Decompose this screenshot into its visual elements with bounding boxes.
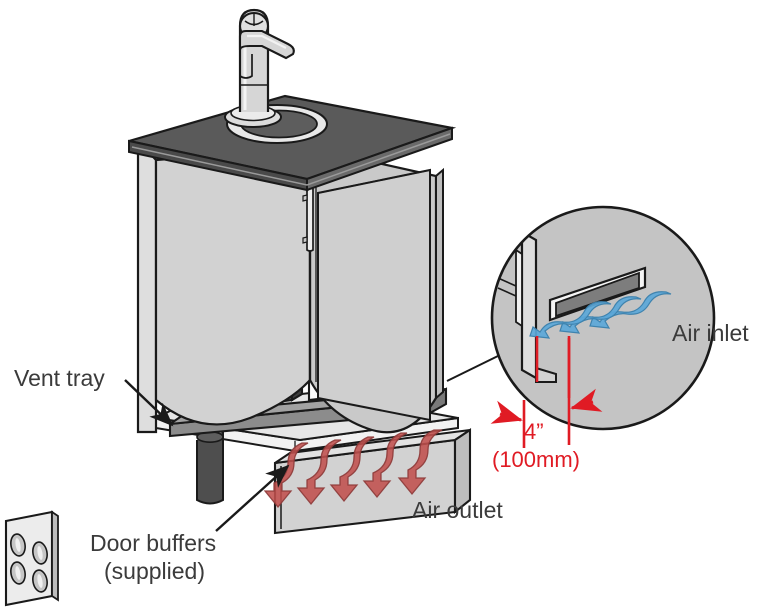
buffer-pad-1-highlight	[15, 538, 21, 552]
cabinet-front-face	[154, 146, 312, 426]
outlet-arrow-5	[397, 429, 443, 496]
air-outlet-label: Air outlet	[412, 497, 503, 523]
door-buffers-label-line2: (supplied)	[104, 558, 205, 584]
outlet-arrow-2	[296, 439, 342, 506]
buffer-sheet-edge	[51, 510, 59, 602]
inlet-slot-opening	[555, 271, 640, 318]
air-inlet-slot	[548, 266, 647, 322]
countertop-edge-highlight	[131, 133, 451, 186]
callout-contents	[492, 207, 714, 429]
tap-faucet[interactable]	[224, 8, 295, 128]
tap-spout	[238, 29, 295, 60]
dimension-inches-label: 4”	[524, 419, 544, 444]
callout-detail	[446, 205, 716, 431]
dim-arrow-left	[490, 400, 523, 424]
tap-spout-highlight	[247, 34, 287, 49]
callout-wall-inner	[515, 248, 523, 328]
tap-handle-loop[interactable]	[239, 54, 253, 79]
handle-standoff-bottom	[302, 236, 308, 244]
buffer-pad-4-highlight	[37, 574, 43, 588]
callout-leader-line	[446, 354, 501, 382]
handle-standoff-top	[302, 194, 308, 202]
cabinet-assembly	[128, 8, 472, 535]
handle-bar[interactable]	[306, 187, 314, 252]
callout-wall-line-a	[497, 277, 517, 287]
inlet-arrow-2	[559, 296, 642, 334]
vent-tray-leader	[124, 379, 174, 427]
cabinet-right-edge	[435, 167, 444, 401]
callout-circle-border	[490, 205, 716, 431]
door-buffers-label-line1: Door buffers	[90, 530, 217, 556]
cabinet-door[interactable]	[302, 168, 431, 422]
buffer-pad-3-highlight	[15, 566, 21, 580]
dimension-mm-label: (100mm)	[492, 447, 581, 472]
plinth-right-face	[453, 428, 472, 515]
callout-wall-line-b	[497, 287, 517, 297]
support-leg	[196, 430, 224, 505]
door-top-edge	[317, 169, 431, 194]
vent-tray-label: Vent tray	[14, 365, 105, 391]
door-buffers-sheet	[4, 510, 59, 607]
leg-cylinder	[196, 432, 224, 505]
inlet-arrow-3	[529, 301, 612, 339]
door-buffers-leader	[215, 464, 290, 532]
buffer-pad-2-highlight	[37, 546, 43, 560]
air-inlet-label: Air inlet	[672, 320, 749, 346]
dimension-4-inch	[490, 336, 603, 448]
door-panel[interactable]	[317, 168, 431, 422]
air-inlet-arrows	[529, 291, 672, 339]
dim-arrow-right	[570, 388, 603, 412]
outlet-arrow-3	[329, 436, 375, 503]
callout-wall-strip	[520, 230, 538, 380]
outlet-arrow-4	[362, 432, 408, 499]
inlet-arrow-1	[589, 291, 672, 329]
cabinet-left-wall	[136, 138, 158, 434]
